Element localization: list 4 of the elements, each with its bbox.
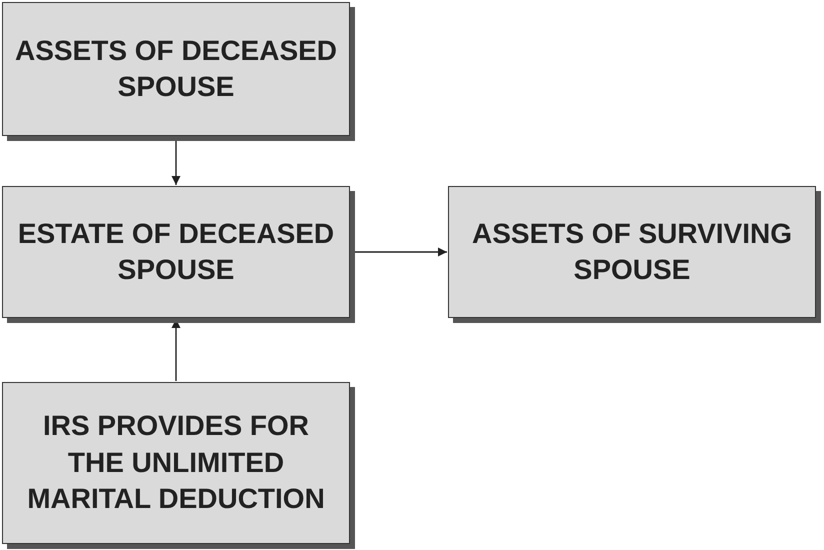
box-label: ASSETS OF DECEASED SPOUSE — [14, 34, 338, 104]
box-label: ASSETS OF SURVIVING SPOUSE — [471, 216, 793, 287]
box-label: IRS PROVIDES FOR THE UNLIMITED MARITAL DEDUCTION — [26, 409, 326, 516]
box-label: ESTATE OF DECEASED SPOUSE — [16, 216, 336, 287]
